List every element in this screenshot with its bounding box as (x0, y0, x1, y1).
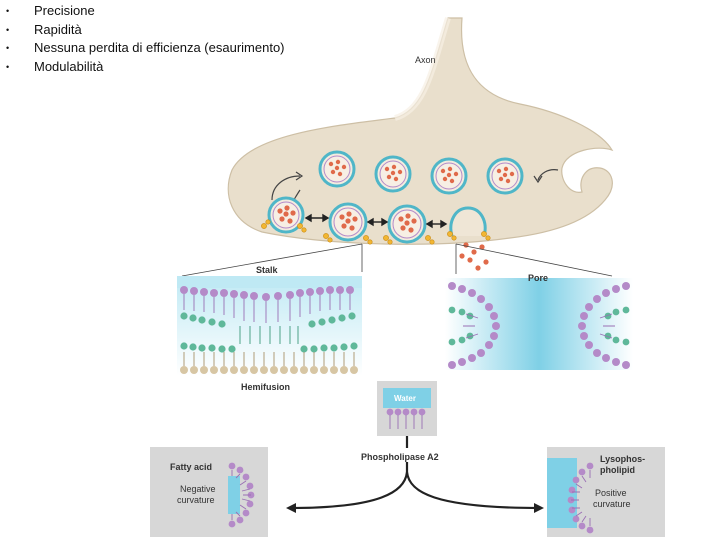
bullet-text: Precisione (34, 3, 95, 18)
bullet-item: • Modulabilità (6, 58, 285, 77)
arrowhead-right (534, 503, 544, 513)
fused-vesicle (449, 206, 487, 237)
fatty-acid-label: Fatty acid (170, 462, 212, 472)
bullet-text: Rapidità (34, 21, 82, 37)
pore-label: Pore (528, 273, 548, 283)
arrowhead-left (286, 503, 296, 513)
zoom-guide-lines (181, 243, 613, 277)
water-panel (377, 381, 437, 436)
negative-curvature-label-2: curvature (177, 495, 215, 505)
bullet-dot: • (6, 24, 10, 35)
pore-panel (445, 278, 633, 370)
positive-curvature-label-2: curvature (593, 499, 631, 509)
fatty-acid-panel (150, 447, 268, 537)
stalk-panel (177, 276, 362, 376)
lysophospholipid-label-1: Lysophos- (600, 454, 645, 464)
lysophospholipid-panel (547, 447, 665, 537)
vesicle-row-docked (267, 196, 487, 244)
equilibrium-arrows (304, 213, 448, 229)
snare-proteins (261, 219, 491, 245)
vesicle (486, 157, 524, 195)
bullet-item: • Precisione (6, 2, 285, 21)
phospholipase-arrow (289, 436, 541, 510)
bullet-dot: • (6, 61, 10, 72)
docked-vesicle (387, 204, 427, 244)
docked-vesicle (328, 202, 368, 242)
bullet-item: • Nessuna perdita di efficienza (esaurime… (6, 39, 285, 58)
axon-label: Axon (415, 55, 436, 65)
negative-curvature-label-1: Negative (180, 484, 216, 494)
bullet-dot: • (6, 6, 10, 16)
bullet-dot: • (6, 43, 10, 53)
bullet-text: Modulabilità (34, 58, 104, 74)
stalk-label: Stalk (256, 265, 279, 275)
docked-vesicle (267, 196, 305, 234)
bullet-item: • Rapidità (6, 21, 285, 40)
vesicle (374, 155, 412, 193)
phospholipase-label: Phospholipase A2 (361, 452, 439, 462)
released-neurotransmitter (459, 242, 489, 271)
bullet-text: Nessuna perdita di efficienza (esaurimen… (34, 40, 285, 55)
vesicle-row-top (318, 150, 524, 195)
lysophospholipid-label-2: pholipid (600, 465, 635, 475)
hemifusion-label: Hemifusion (241, 382, 290, 392)
vesicle (318, 150, 356, 188)
water-label: Water (394, 394, 416, 403)
vesicle (430, 157, 468, 195)
bullet-list: • Precisione • Rapidità • Nessuna perdita d… (6, 2, 285, 76)
positive-curvature-label-1: Positive (595, 488, 627, 498)
